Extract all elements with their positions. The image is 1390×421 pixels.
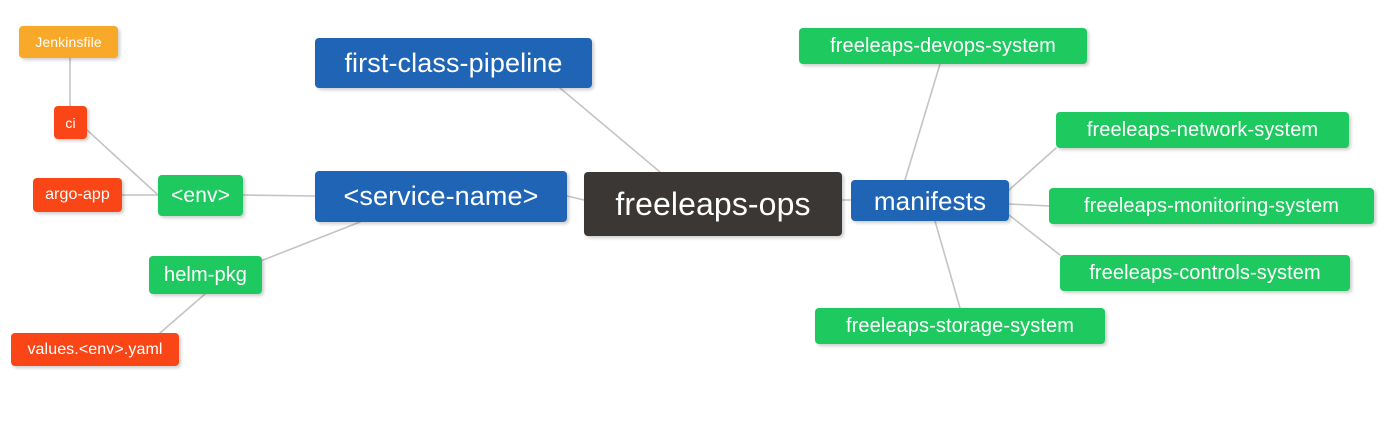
edge-first-class-pipeline-to-freeleaps-ops [559, 87, 661, 173]
node-label: freeleaps-monitoring-system [1083, 195, 1339, 217]
node-freeleaps-storage-system[interactable]: freeleaps-storage-system [815, 308, 1105, 344]
node-freeleaps-devops-system[interactable]: freeleaps-devops-system [799, 28, 1087, 64]
edge-values-yaml-to-helm-pkg [159, 293, 206, 334]
node-label: freeleaps-controls-system [1089, 262, 1321, 284]
node-first-class-pipeline[interactable]: first-class-pipeline [315, 38, 592, 88]
node-freeleaps-network-system[interactable]: freeleaps-network-system [1056, 112, 1349, 148]
node-values-yaml[interactable]: values.<env>.yaml [11, 333, 179, 366]
edge-manifests-to-freeleaps-storage-system [934, 220, 961, 309]
node-jenkinsfile[interactable]: Jenkinsfile [19, 26, 118, 58]
node-label: <env> [171, 184, 230, 207]
node-label: first-class-pipeline [344, 47, 563, 78]
node-freeleaps-monitoring-system[interactable]: freeleaps-monitoring-system [1049, 188, 1374, 224]
node-label: argo-app [45, 186, 110, 203]
node-ci[interactable]: ci [54, 106, 87, 139]
edge-manifests-to-freeleaps-monitoring-system [1008, 203, 1050, 207]
node-env[interactable]: <env> [158, 175, 243, 216]
node-helm-pkg[interactable]: helm-pkg [149, 256, 262, 294]
node-label: freeleaps-storage-system [845, 315, 1075, 337]
node-freeleaps-controls-system[interactable]: freeleaps-controls-system [1060, 255, 1350, 291]
edge-env-to-service-name [242, 194, 316, 197]
node-freeleaps-ops[interactable]: freeleaps-ops [584, 172, 842, 236]
node-label: ci [65, 114, 76, 131]
node-argo-app[interactable]: argo-app [33, 178, 122, 212]
node-label: Jenkinsfile [35, 34, 102, 50]
node-label: freeleaps-devops-system [830, 35, 1056, 57]
node-label: <service-name> [343, 181, 539, 211]
node-label: manifests [873, 185, 987, 216]
node-manifests[interactable]: manifests [851, 180, 1009, 221]
node-label: values.<env>.yaml [27, 340, 163, 358]
edge-helm-pkg-to-service-name [257, 221, 361, 263]
node-label: helm-pkg [163, 264, 248, 286]
edge-service-name-to-freeleaps-ops [566, 195, 585, 201]
node-service-name[interactable]: <service-name> [315, 171, 567, 222]
node-label: freeleaps-ops [615, 186, 811, 222]
edge-manifests-to-freeleaps-devops-system [904, 63, 941, 181]
node-label: freeleaps-network-system [1086, 119, 1319, 141]
edge-manifests-to-freeleaps-network-system [1008, 147, 1057, 191]
